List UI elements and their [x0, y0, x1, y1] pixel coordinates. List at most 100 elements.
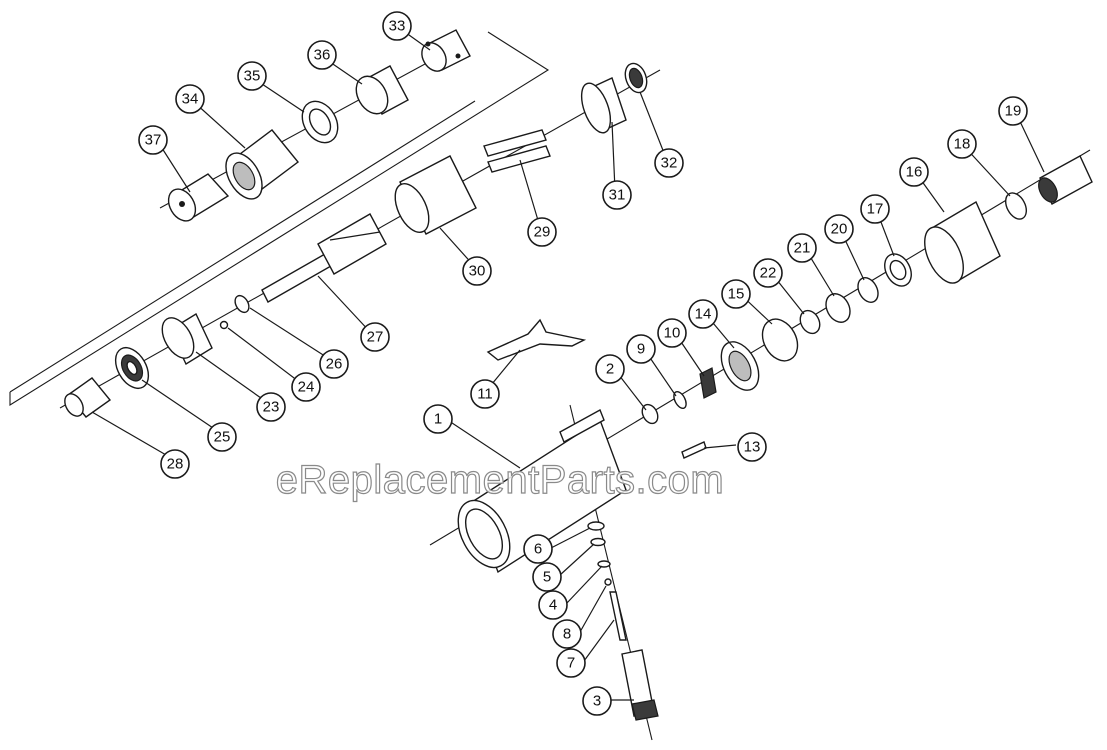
svg-text:15: 15	[728, 286, 745, 303]
part-34-cylinder	[225, 129, 300, 200]
svg-text:6: 6	[534, 541, 542, 558]
svg-text:11: 11	[477, 386, 493, 403]
part-36-sleeve	[355, 65, 409, 115]
svg-text:33: 33	[389, 18, 406, 35]
callout-5: 5	[532, 562, 562, 592]
part-24-pin	[219, 320, 229, 330]
callout-13: 13	[737, 432, 767, 462]
svg-text:9: 9	[637, 341, 645, 358]
svg-text:5: 5	[543, 569, 551, 586]
svg-text:29: 29	[534, 224, 551, 241]
callout-26: 26	[319, 349, 349, 379]
part-4-washer	[597, 560, 611, 568]
callout-7: 7	[556, 648, 586, 678]
callout-4: 4	[538, 590, 568, 620]
callout-25: 25	[207, 422, 237, 452]
callout-8: 8	[552, 619, 582, 649]
part-37-end-cap	[167, 173, 230, 222]
callout-18: 18	[947, 129, 977, 159]
svg-text:3: 3	[593, 693, 601, 710]
callout-34: 34	[175, 84, 205, 114]
callout-9: 9	[626, 334, 656, 364]
part-35-ring	[301, 100, 339, 144]
callout-6: 6	[523, 534, 553, 564]
callout-23: 23	[256, 392, 286, 422]
svg-text:4: 4	[549, 597, 557, 614]
part-33-bushing	[421, 29, 471, 72]
svg-text:8: 8	[563, 626, 571, 643]
callout-1: 1	[423, 404, 453, 434]
svg-text:30: 30	[469, 263, 486, 280]
part-23-bearing-plate	[161, 312, 213, 366]
part-18-gasket	[1004, 192, 1028, 220]
svg-text:17: 17	[867, 201, 884, 218]
svg-text:25: 25	[214, 429, 231, 446]
callout-17: 17	[860, 194, 890, 224]
svg-text:20: 20	[831, 221, 848, 238]
callout-31: 31	[602, 180, 632, 210]
svg-text:7: 7	[567, 655, 575, 672]
svg-text:32: 32	[661, 155, 678, 172]
callout-20: 20	[824, 214, 854, 244]
callout-11: 11	[470, 379, 500, 409]
part-9-gasket	[673, 391, 687, 409]
svg-text:10: 10	[664, 325, 681, 342]
svg-text:37: 37	[145, 132, 162, 149]
part-6-o-ring	[587, 521, 605, 531]
svg-text:1: 1	[434, 411, 442, 428]
callout-3: 3	[582, 686, 612, 716]
part-3-inlet-bushing	[621, 649, 659, 721]
callout-27: 27	[360, 322, 390, 352]
callout-14: 14	[688, 299, 718, 329]
callout-16: 16	[899, 157, 929, 187]
part-11-throttle-lever	[486, 318, 587, 361]
part-31-rear-plate	[580, 77, 627, 134]
callout-22: 22	[753, 258, 783, 288]
svg-text:26: 26	[326, 356, 343, 373]
callout-30: 30	[462, 256, 492, 286]
callout-32: 32	[654, 148, 684, 178]
callout-15: 15	[721, 279, 751, 309]
callout-29: 29	[527, 217, 557, 247]
callout-36: 36	[307, 40, 337, 70]
part-27-rotor	[261, 213, 387, 303]
svg-text:24: 24	[298, 379, 315, 396]
callout-28: 28	[160, 449, 190, 479]
part-8-pin	[604, 578, 612, 586]
svg-text:27: 27	[367, 329, 384, 346]
svg-text:16: 16	[906, 164, 923, 181]
part-14-regulator-plate	[720, 341, 760, 391]
part-20-washer	[857, 277, 879, 303]
callout-33: 33	[382, 11, 412, 41]
svg-text:22: 22	[760, 265, 777, 282]
leader-lines	[91, 29, 1045, 701]
part-19-air-inlet	[1038, 155, 1093, 205]
callout-24: 24	[291, 372, 321, 402]
svg-text:34: 34	[182, 91, 199, 108]
svg-text:19: 19	[1005, 103, 1022, 120]
part-22-o-ring	[799, 309, 821, 335]
motor-assembly-frame	[9, 31, 550, 406]
svg-text:31: 31	[609, 187, 626, 204]
part-30-cylinder-liner	[394, 155, 477, 235]
callout-2: 2	[595, 354, 625, 384]
part-16-rear-housing	[924, 200, 1001, 284]
svg-text:13: 13	[744, 439, 761, 456]
part-21-snap-ring	[825, 293, 851, 323]
part-32-rear-bearing	[624, 62, 648, 94]
part-5-o-ring	[590, 537, 606, 547]
svg-text:36: 36	[314, 47, 331, 64]
callout-19: 19	[998, 96, 1028, 126]
part-10-valve	[699, 367, 717, 399]
svg-text:23: 23	[263, 399, 280, 416]
svg-text:2: 2	[606, 361, 614, 378]
svg-text:18: 18	[954, 136, 971, 153]
part-26-washer	[234, 294, 250, 314]
part-7-valve-stem	[609, 591, 627, 641]
part-1-housing	[457, 409, 627, 574]
part-17-seal	[884, 253, 912, 287]
svg-text:35: 35	[244, 68, 261, 85]
svg-text:28: 28	[167, 456, 184, 473]
